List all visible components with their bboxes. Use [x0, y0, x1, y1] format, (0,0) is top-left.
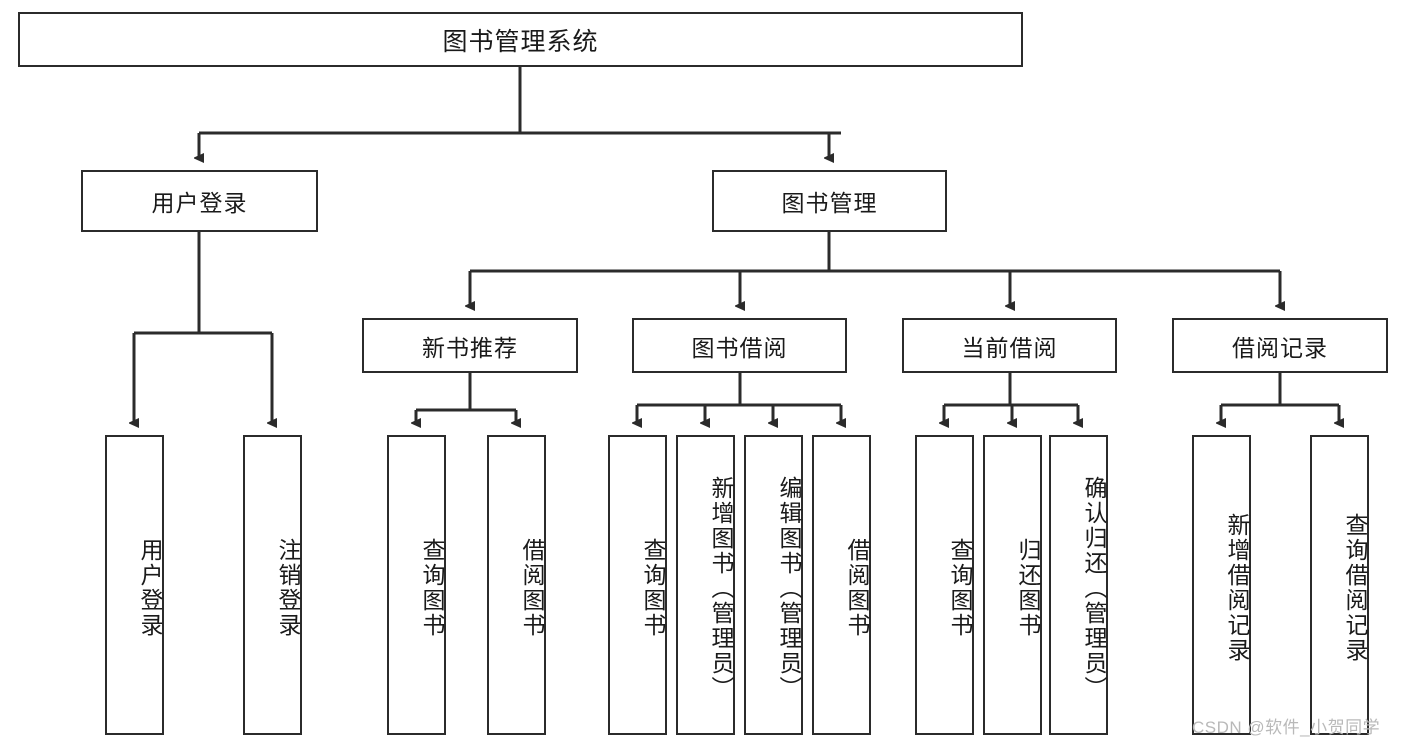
- node-book-manage-label: 图书管理: [781, 190, 878, 216]
- leaf-query-borrow-record[interactable]: 查询借阅记录: [1310, 435, 1369, 735]
- leaf-user-login[interactable]: 用户登录: [105, 435, 164, 735]
- node-book-borrow-label: 图书借阅: [691, 334, 788, 361]
- leaf-edit-book-admin[interactable]: 编辑图书（管理员）: [744, 435, 803, 735]
- leaf-logout-login[interactable]: 注销登录: [243, 435, 302, 735]
- leaf-borrow-book-2-label: 借阅图书: [844, 538, 870, 638]
- leaf-borrow-book-2[interactable]: 借阅图书: [812, 435, 871, 735]
- leaf-add-book-admin-label: 新增图书（管理员）: [708, 475, 734, 701]
- leaf-return-book[interactable]: 归还图书: [983, 435, 1042, 735]
- node-new-book-recommend[interactable]: 新书推荐: [362, 318, 578, 373]
- leaf-add-borrow-record[interactable]: 新增借阅记录: [1192, 435, 1251, 735]
- leaf-borrow-book-1[interactable]: 借阅图书: [487, 435, 546, 735]
- node-book-borrow[interactable]: 图书借阅: [632, 318, 847, 373]
- leaf-add-book-admin[interactable]: 新增图书（管理员）: [676, 435, 735, 735]
- leaf-logout-login-label: 注销登录: [275, 538, 301, 638]
- leaf-confirm-return-admin-label: 确认归还（管理员）: [1081, 475, 1107, 701]
- node-current-borrow-label: 当前借阅: [961, 334, 1058, 361]
- node-root[interactable]: 图书管理系统: [18, 12, 1023, 67]
- leaf-confirm-return-admin[interactable]: 确认归还（管理员）: [1049, 435, 1108, 735]
- leaf-query-borrow-record-label: 查询借阅记录: [1342, 513, 1368, 663]
- leaf-query-book-1-label: 查询图书: [419, 538, 445, 638]
- leaf-query-book-1[interactable]: 查询图书: [387, 435, 446, 735]
- leaf-query-book-3-label: 查询图书: [947, 538, 973, 638]
- leaf-return-book-label: 归还图书: [1015, 538, 1041, 638]
- node-new-book-recommend-label: 新书推荐: [422, 334, 518, 361]
- node-root-label: 图书管理系统: [442, 27, 599, 56]
- leaf-query-book-2-label: 查询图书: [640, 538, 666, 638]
- node-user-login[interactable]: 用户登录: [81, 170, 318, 232]
- leaf-query-book-2[interactable]: 查询图书: [608, 435, 667, 735]
- node-current-borrow[interactable]: 当前借阅: [902, 318, 1117, 373]
- leaf-user-login-label: 用户登录: [137, 538, 163, 638]
- leaf-query-book-3[interactable]: 查询图书: [915, 435, 974, 735]
- node-borrow-record-label: 借阅记录: [1232, 334, 1328, 361]
- node-book-manage[interactable]: 图书管理: [712, 170, 947, 232]
- leaf-edit-book-admin-label: 编辑图书（管理员）: [776, 475, 802, 701]
- node-user-login-label: 用户登录: [151, 190, 248, 216]
- leaf-add-borrow-record-label: 新增借阅记录: [1224, 513, 1250, 663]
- node-borrow-record[interactable]: 借阅记录: [1172, 318, 1388, 373]
- csdn-watermark: CSDN @软件_小贺同学: [1192, 718, 1381, 737]
- leaf-borrow-book-1-label: 借阅图书: [519, 538, 545, 638]
